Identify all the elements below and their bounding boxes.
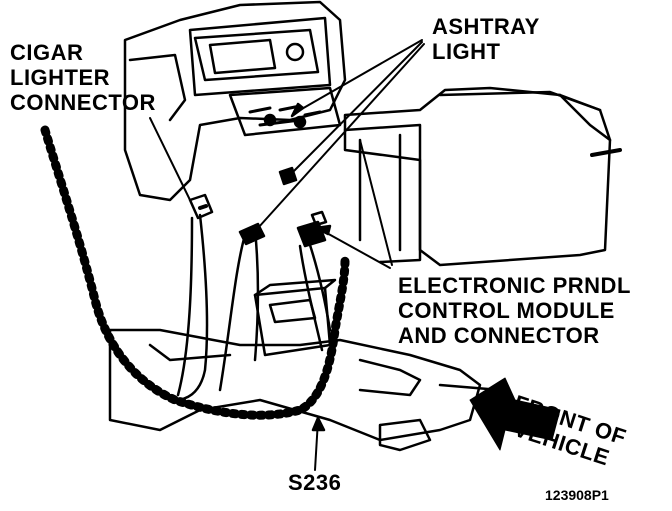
radio-unit	[193, 28, 320, 82]
floor-tunnel	[108, 328, 482, 442]
console-armrest	[438, 90, 612, 142]
prndl-label-line2: CONTROL MODULE	[398, 298, 615, 323]
leader-cigar	[149, 117, 191, 201]
wiring-harness	[40, 125, 350, 420]
module-bracket-top	[253, 278, 337, 297]
branch-wire-ashtray	[218, 233, 247, 392]
radio-display	[208, 38, 277, 75]
cigar-lighter-label-line2: LIGHTER	[10, 65, 111, 90]
leader-arrowhead-ashtray	[290, 102, 305, 118]
floor-rib-1	[148, 343, 232, 362]
leader-ashtray-1	[299, 39, 423, 111]
leader-arrowhead-ashtray-2	[282, 168, 294, 185]
branch-wire-cigar-2	[176, 216, 194, 397]
floor-rib-3	[378, 418, 432, 452]
cigar-lighter-label-line1: CIGAR	[10, 40, 84, 65]
branch-wire-cigar	[173, 213, 209, 402]
splice-s236-label: S236	[288, 470, 342, 495]
dash-trim-line	[128, 53, 187, 122]
console-panel-lines	[358, 133, 402, 252]
radio-knob	[285, 42, 305, 62]
floor-rib-2	[358, 358, 422, 397]
prndl-connector	[296, 220, 327, 248]
prndl-label-line3: AND CONNECTOR	[398, 323, 600, 348]
console-inner	[343, 123, 422, 264]
branch-wire-prndl-2	[298, 244, 324, 352]
ashtray-light-socket	[238, 222, 266, 246]
ashtray-light-label-line1: ASHTRAY	[432, 14, 540, 39]
leader-prndl-2	[359, 139, 393, 266]
dash-panel-outline	[123, 0, 347, 202]
wiring-harness-core	[44, 129, 346, 417]
leader-arrowhead-prndl	[314, 224, 332, 236]
front-arrow	[469, 377, 561, 451]
ashtray-detail	[248, 104, 322, 127]
cigar-connector	[188, 193, 214, 220]
cigar-lighter-label-line3: CONNECTOR	[10, 90, 156, 115]
leader-arrowhead-s236	[311, 416, 326, 432]
leader-ashtray-3	[257, 43, 425, 229]
ashtray-bulb	[263, 113, 277, 127]
ashtray-bulb-2	[293, 115, 307, 129]
console-slot	[590, 148, 622, 157]
module-bracket-tab	[268, 298, 317, 324]
radio-bezel	[188, 16, 332, 97]
prndl-connector-tab	[310, 210, 328, 227]
ashtray-light-label-line2: LIGHT	[432, 39, 501, 64]
branch-wire-prndl	[308, 243, 332, 332]
leader-ashtray-2	[289, 41, 423, 176]
leader-prndl	[324, 231, 391, 269]
prndl-label-line1: ELECTRONIC PRNDL	[398, 273, 631, 298]
cigar-connector-pin	[198, 204, 208, 210]
figure-id-label: 123908P1	[545, 487, 609, 503]
